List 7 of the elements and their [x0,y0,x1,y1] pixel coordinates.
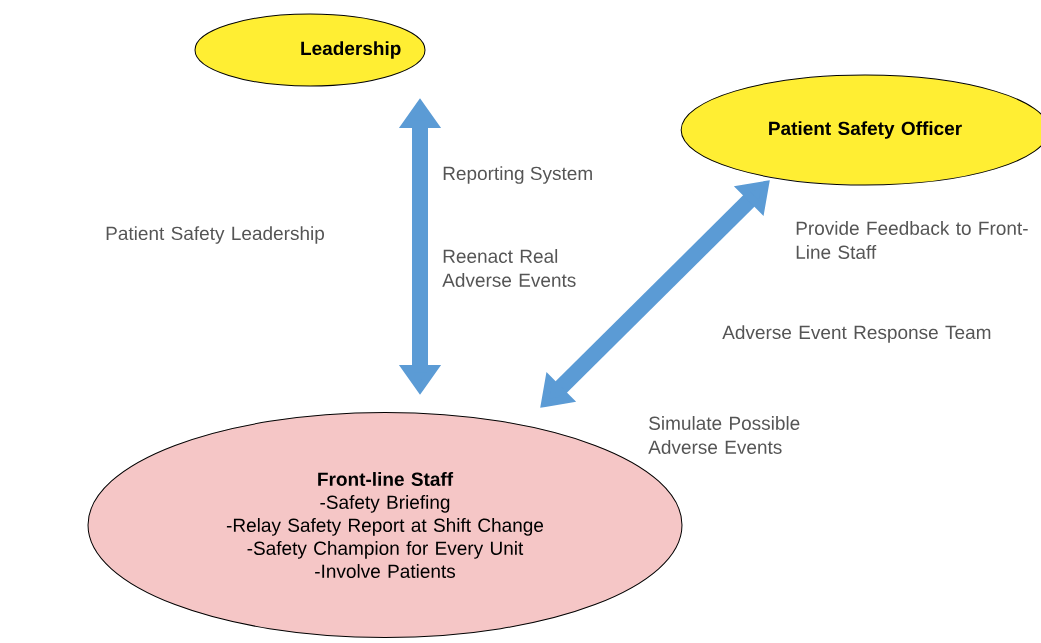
label: Provide Feedback to Front-Line Staff [796,221,1028,259]
label: Patient Safety Leadership [106,226,324,244]
label: Reporting System [443,166,592,184]
ellipse-node: Patient Safety Officer [680,74,1041,186]
label: Adverse Event Response Team [722,325,991,343]
label: Reenact Real Adverse Events [442,249,576,287]
ellipse-node: Leadership [194,13,426,87]
